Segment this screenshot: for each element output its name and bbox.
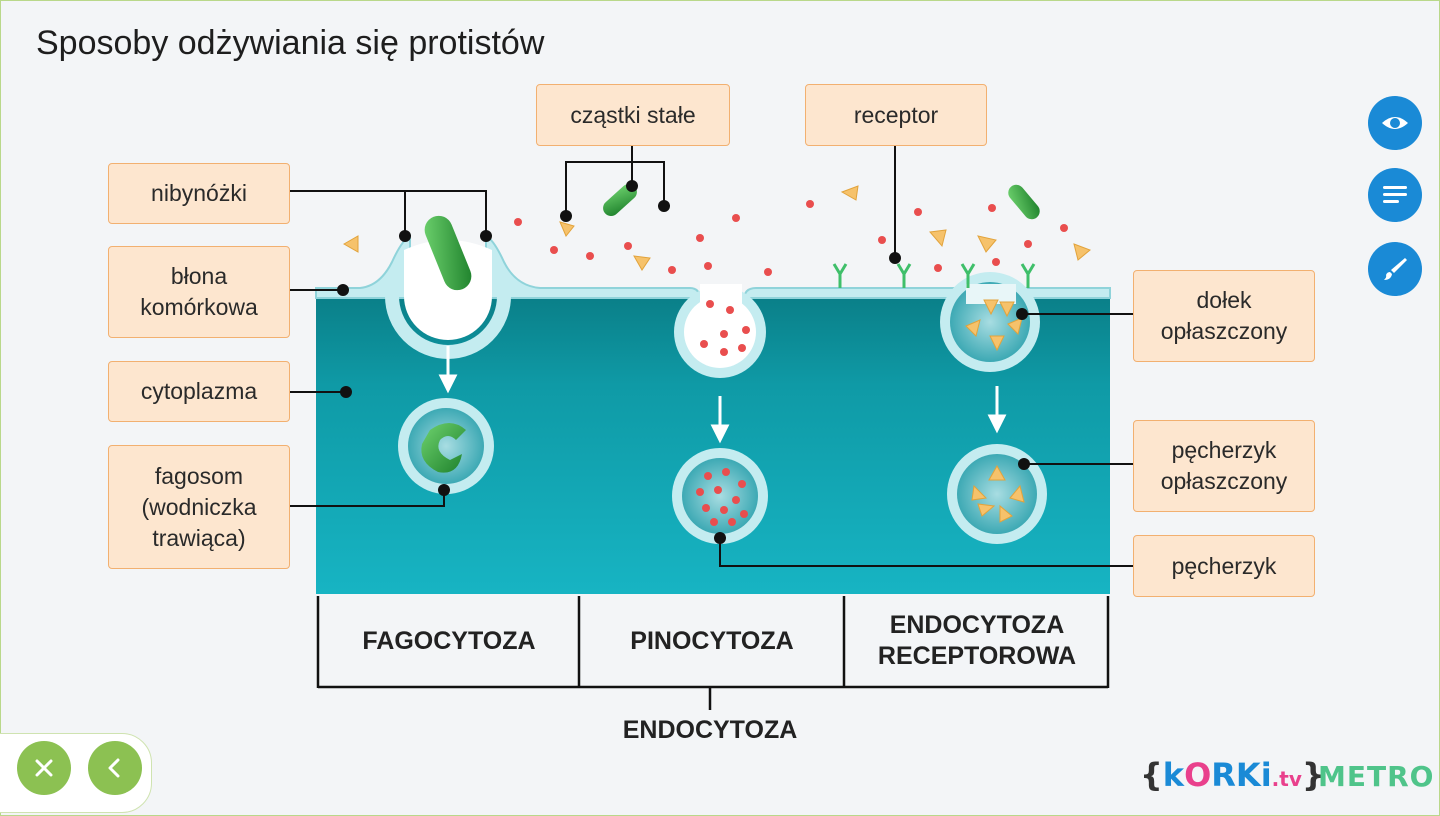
cell-pinocytoza: PINOCYTOZA: [630, 626, 794, 655]
label-nibynozki: nibynóżki: [108, 163, 290, 224]
brush-button[interactable]: [1368, 242, 1422, 296]
text-lines-button[interactable]: [1368, 168, 1422, 222]
page-title: Sposoby odżywiania się protistów: [36, 24, 545, 62]
chevron-left-icon: [108, 758, 120, 778]
bacterium: [424, 215, 472, 291]
label-receptor: receptor: [805, 84, 987, 146]
label-czastki-stale: cząstki stałe: [536, 84, 730, 146]
label-pecherzyk: pęcherzyk: [1133, 535, 1315, 597]
close-icon: [35, 759, 53, 777]
brush-icon: [1384, 258, 1407, 280]
label-fagosom: fagosom (wodniczka trawiąca): [108, 445, 290, 569]
label-cytoplazma: cytoplazma: [108, 361, 290, 422]
metro-logo: METRO: [1318, 760, 1435, 793]
korki-logo: {kORKi.tv}: [1140, 756, 1325, 794]
label-blona-komorkowa: błona komórkowa: [108, 246, 290, 338]
eye-button[interactable]: [1368, 96, 1422, 150]
eye-icon: [1382, 117, 1408, 129]
group-endocytoza: ENDOCYTOZA: [622, 716, 798, 744]
label-pecherzyk-oplaszczony: pęcherzyk opłaszczony: [1133, 420, 1315, 512]
lines-icon: [1383, 186, 1407, 203]
back-button[interactable]: [88, 741, 142, 795]
close-button[interactable]: [17, 741, 71, 795]
cell-fagocytoza: FAGOCYTOZA: [362, 626, 536, 655]
label-dolek-oplaszczony: dołek opłaszczony: [1133, 270, 1315, 362]
cell-endocytoza-receptorowa: ENDOCYTOZA RECEPTOROWA: [877, 611, 1077, 670]
